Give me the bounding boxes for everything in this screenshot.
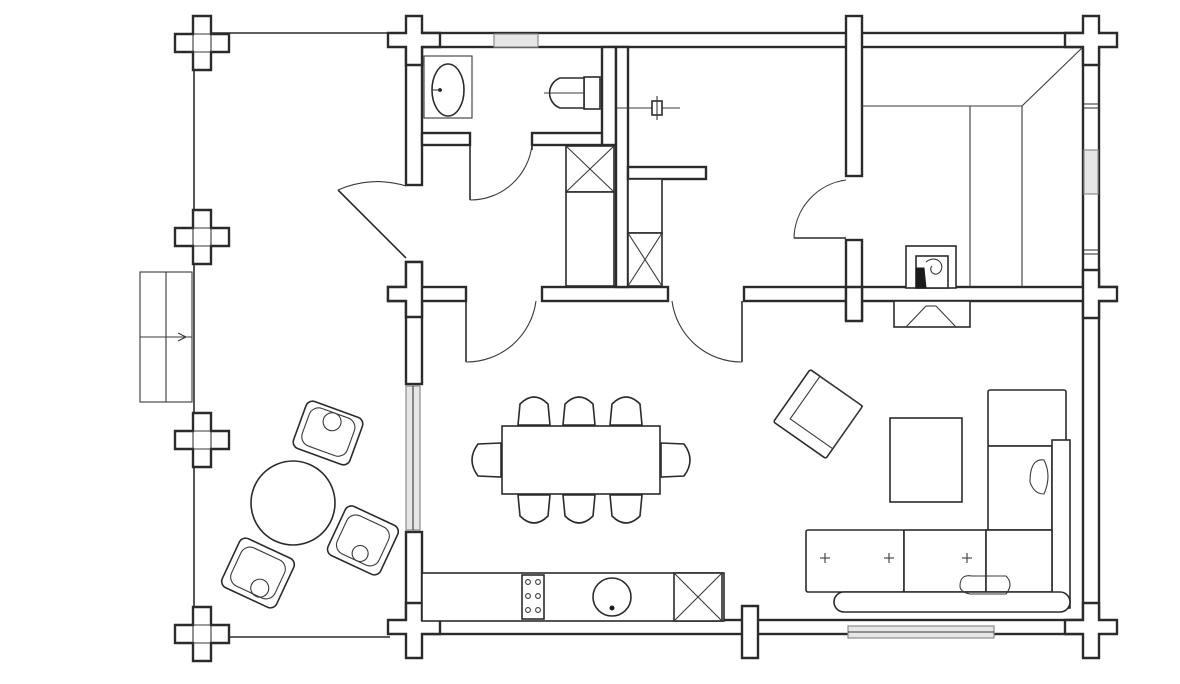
dining-chair bbox=[517, 396, 551, 426]
armchair bbox=[326, 505, 400, 576]
wardrobe bbox=[565, 145, 663, 287]
terrace-post bbox=[173, 208, 231, 266]
sink bbox=[592, 577, 632, 617]
hall-living-door bbox=[465, 300, 537, 363]
covered-terrace bbox=[139, 32, 390, 638]
window-bedroom bbox=[1083, 149, 1099, 195]
dining-chair bbox=[660, 442, 691, 478]
bathroom-door bbox=[469, 144, 533, 201]
entrance-door bbox=[337, 181, 407, 259]
doors bbox=[337, 144, 847, 363]
terrace-post bbox=[173, 411, 231, 469]
armchair bbox=[220, 537, 296, 609]
window-bathroom bbox=[493, 33, 539, 48]
kitchen bbox=[421, 572, 725, 622]
dining-chair bbox=[609, 494, 643, 524]
terrace-furniture bbox=[220, 400, 400, 609]
sauna bbox=[862, 46, 1084, 328]
armchair bbox=[292, 400, 364, 466]
terrace-steps bbox=[139, 271, 193, 403]
fridge bbox=[673, 572, 723, 622]
dining-table bbox=[501, 425, 661, 495]
corner-sofa bbox=[805, 389, 1071, 613]
dining-set bbox=[471, 396, 691, 524]
washbasin bbox=[423, 55, 473, 119]
living-corridor-door bbox=[671, 300, 743, 363]
dining-chair bbox=[471, 442, 502, 478]
armchair bbox=[773, 369, 864, 459]
bedroom-door bbox=[793, 179, 847, 239]
bathroom bbox=[423, 55, 680, 120]
terrace-post bbox=[173, 605, 231, 663]
dining-chair bbox=[609, 396, 643, 426]
log-corners bbox=[173, 14, 1119, 663]
round-table bbox=[250, 460, 336, 546]
living bbox=[773, 369, 1071, 613]
dining-chair bbox=[562, 494, 596, 524]
stove bbox=[521, 574, 545, 620]
shower-valve bbox=[616, 96, 680, 120]
coffee-table bbox=[889, 417, 963, 503]
toilet bbox=[544, 76, 601, 110]
dining-chair bbox=[562, 396, 596, 426]
dining-chair bbox=[517, 494, 551, 524]
terrace-post bbox=[173, 14, 231, 72]
windows bbox=[405, 33, 1099, 639]
sauna-stove bbox=[893, 245, 971, 328]
sauna-bench bbox=[862, 46, 1084, 287]
